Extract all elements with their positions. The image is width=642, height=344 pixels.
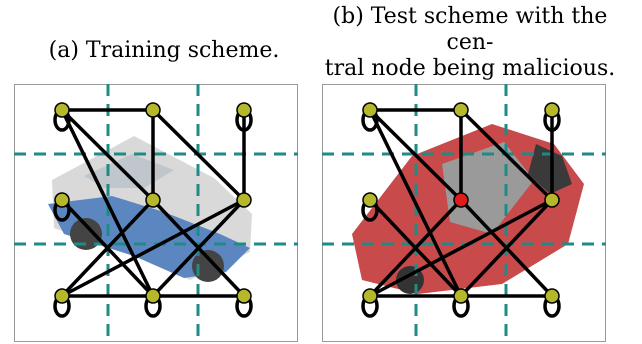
graph-edge <box>60 109 155 297</box>
graph-node <box>544 192 560 208</box>
training-scheme-panel <box>14 84 298 342</box>
graph-node <box>362 102 378 118</box>
graph-nodes <box>54 102 252 304</box>
caption-a-text: (a) Training scheme. <box>48 38 280 63</box>
graph-node <box>54 288 70 304</box>
graph-node <box>236 288 252 304</box>
graph-node <box>362 192 378 208</box>
grid-lines <box>322 84 606 342</box>
graph-node <box>453 288 469 304</box>
graph-node <box>54 102 70 118</box>
graph-node <box>453 102 469 118</box>
graph-edge <box>61 198 245 298</box>
graph-edge <box>369 198 553 298</box>
graph-node <box>362 288 378 304</box>
graph-edge <box>459 108 554 202</box>
caption-b-line2: tral node being malicious. <box>324 56 616 81</box>
grid-lines <box>14 84 298 342</box>
graph-node <box>544 102 560 118</box>
graph-edge <box>368 198 463 298</box>
graph-edge <box>151 108 246 202</box>
graph-node <box>54 192 70 208</box>
graph-node <box>145 102 161 118</box>
graph-edge <box>459 198 554 298</box>
graph-node <box>544 288 560 304</box>
malicious-node <box>453 192 469 208</box>
caption-b-line1: (b) Test scheme with the cen- <box>332 4 608 55</box>
graph-node <box>236 192 252 208</box>
graph-edges <box>60 108 246 298</box>
graph-nodes <box>362 102 560 304</box>
graph-edge <box>60 108 155 202</box>
graph-edges <box>368 108 554 298</box>
graph-node <box>236 102 252 118</box>
caption-training-scheme: (a) Training scheme. <box>20 38 308 64</box>
test-scheme-panel <box>322 84 606 342</box>
graph-edge <box>151 198 246 298</box>
caption-test-scheme: (b) Test scheme with the cen- tral node … <box>310 4 630 82</box>
graph-node <box>145 192 161 208</box>
graph-node <box>145 288 161 304</box>
graph-edge <box>368 109 463 297</box>
graph-edge <box>60 198 155 298</box>
graph-edge <box>368 108 463 202</box>
